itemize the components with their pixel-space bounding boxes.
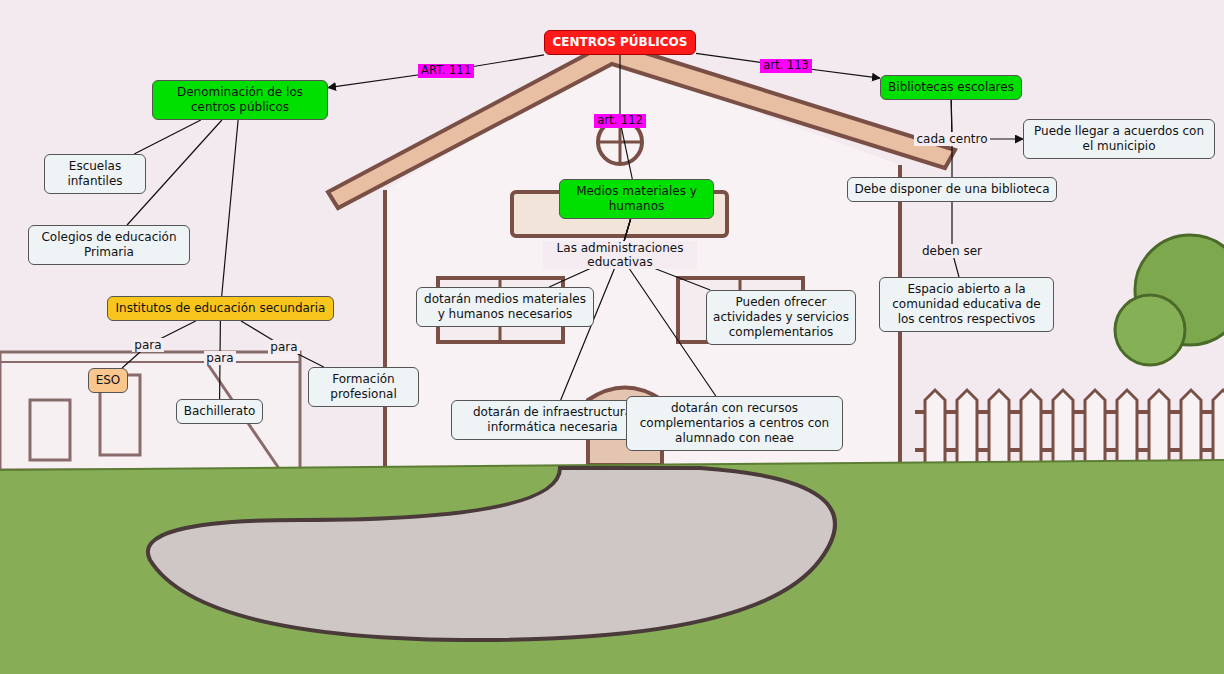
illustration-stroke [1053, 390, 1073, 470]
node-text: Bibliotecas escolares [886, 80, 1016, 95]
connector [122, 321, 196, 368]
node-text: dotarán medios materiales y humanos nece… [422, 292, 588, 322]
illustration-stroke [1117, 390, 1137, 470]
illustration-stroke [1021, 390, 1041, 470]
illustration-stroke [385, 165, 900, 468]
concept-box: Puede llegar a acuerdos con el municipio [1023, 119, 1215, 159]
node-text: Formación profesional [314, 372, 413, 402]
concept-box: ESO [88, 368, 128, 393]
node-text: ESO [94, 373, 122, 388]
illustration-stroke [0, 352, 300, 470]
concept-box: Debe disponer de una biblioteca [847, 177, 1057, 202]
connector [696, 53, 880, 78]
concept-box: dotarán medios materiales y humanos nece… [416, 287, 594, 327]
illustration-stroke [1213, 390, 1224, 470]
node-text: Puede llegar a acuerdos con el municipio [1029, 124, 1209, 154]
concept-box: Medios materiales y humanos [559, 179, 714, 219]
illustration-stroke [30, 400, 70, 460]
node-text: Medios materiales y humanos [565, 184, 708, 214]
concept-box: Formación profesional [308, 367, 419, 407]
article-label: ART. 111 [418, 64, 474, 78]
root-concept: CENTROS PÚBLICOS [544, 30, 696, 55]
illustration-stroke [925, 390, 945, 470]
linking-phrase: para [268, 340, 299, 354]
node-text: Pueden ofrecer actividades y servicios c… [712, 295, 850, 340]
linking-phrase: para [132, 338, 163, 352]
connector [134, 120, 201, 154]
concept-box: Institutos de educación secundaria [107, 296, 334, 321]
illustration-stroke [148, 468, 835, 640]
concept-box: Espacio abierto a la comunidad educativa… [879, 277, 1054, 332]
connector [952, 202, 959, 277]
node-text: Debe disponer de una biblioteca [853, 182, 1051, 197]
node-text: Colegios de educación Primaria [34, 230, 184, 260]
concept-box: Denominación de los centros públicos [152, 80, 328, 120]
connector [328, 55, 544, 88]
linking-phrase: deben ser [920, 244, 984, 258]
connector [241, 321, 324, 367]
node-text: dotarán con recursos complementarios a c… [632, 401, 837, 446]
linking-phrase: Las administraciones educativas [543, 241, 697, 270]
concept-box: Bachillerato [176, 399, 263, 424]
article-label: art. 113 [760, 59, 812, 73]
illustration-stroke [925, 390, 1224, 470]
concept-box: Colegios de educación Primaria [28, 225, 190, 265]
concept-box: dotarán con recursos complementarios a c… [626, 396, 843, 451]
node-text: Espacio abierto a la comunidad educativa… [885, 282, 1048, 327]
concept-box: Pueden ofrecer actividades y servicios c… [706, 290, 856, 345]
illustration-stroke [1115, 295, 1185, 365]
illustration-stroke [1181, 390, 1201, 470]
node-text: CENTROS PÚBLICOS [550, 35, 690, 50]
node-text: Escuelas infantiles [50, 159, 140, 189]
node-text: Denominación de los centros públicos [158, 85, 322, 115]
concept-box: dotarán de infraestructura informática n… [451, 400, 654, 440]
linking-phrase: para [204, 351, 235, 365]
illustration-stroke [989, 390, 1009, 470]
node-text: Institutos de educación secundaria [113, 301, 328, 316]
illustration-stroke [957, 390, 977, 470]
illustration-stroke [1149, 390, 1169, 470]
concept-box: Bibliotecas escolares [880, 75, 1022, 100]
connector [222, 120, 238, 296]
article-label: art. 112 [594, 114, 646, 128]
illustration-stroke [0, 460, 1224, 674]
illustration-stroke [0, 361, 300, 363]
linking-phrase: cada centro [914, 132, 989, 146]
node-text: dotarán de infraestructura informática n… [457, 405, 648, 435]
node-text: Bachillerato [182, 404, 257, 419]
illustration-stroke [1085, 390, 1105, 470]
concept-box: Escuelas infantiles [44, 154, 146, 194]
